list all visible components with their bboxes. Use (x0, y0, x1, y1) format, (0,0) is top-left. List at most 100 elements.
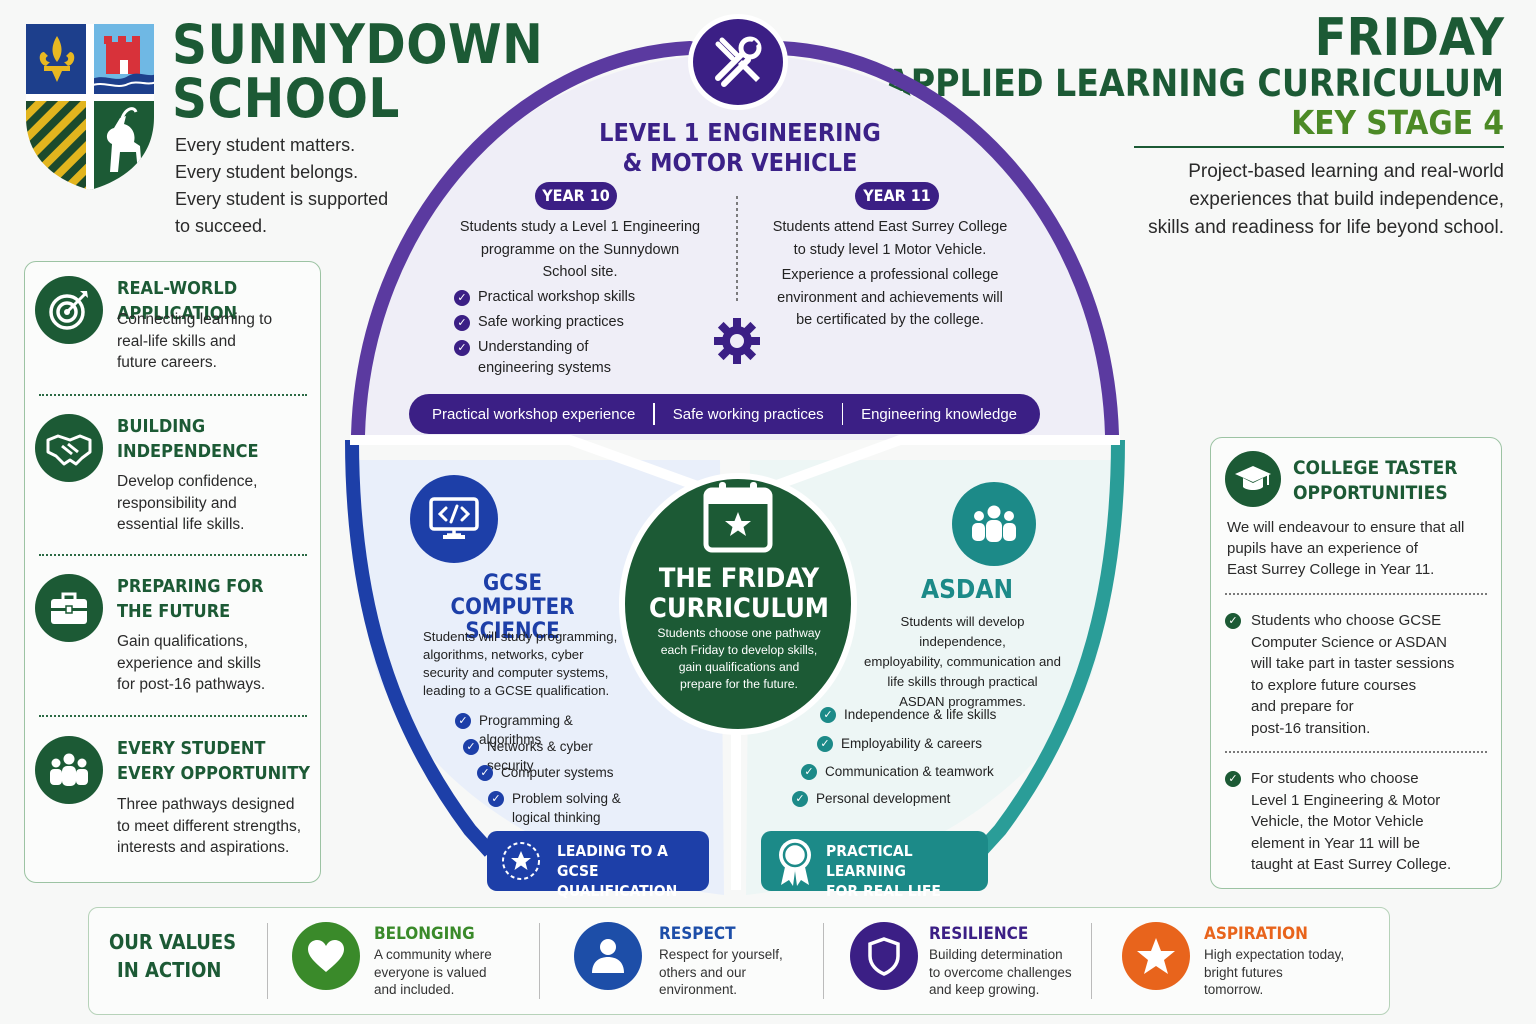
year10-badge: YEAR 10 (535, 182, 617, 210)
text-line: Students choose one pathway (657, 626, 821, 640)
check-icon: ✓ (820, 707, 836, 723)
badge-text: PRACTICAL LEARNING FOR REAL LIFE (826, 841, 988, 901)
benefit-text-line: Three pathways designed (117, 796, 295, 813)
motto-line: to succeed. (175, 216, 268, 236)
page-header: FRIDAY APPLIED LEARNING CURRICULUM KEY S… (885, 12, 1504, 142)
check-icon: ✓ (455, 713, 471, 729)
text-line: to study level 1 Motor Vehicle. (793, 241, 987, 258)
benefit-title: REAL-WORLD APPLICATION (117, 278, 238, 324)
list-item-line: will take part in taster sessions (1251, 655, 1455, 672)
college-taster-title: COLLEGE TASTER OPPORTUNITIES (1293, 456, 1457, 506)
year10-description: Students study a Level 1 Engineering pro… (455, 216, 705, 284)
bar-separator (841, 403, 844, 425)
text-line: be certificated by the college. (796, 312, 984, 328)
asdan-description: Students will develop independence, empl… (860, 612, 1065, 712)
gear-icon (712, 316, 762, 366)
description-line: Project-based learning and real-world (1188, 161, 1504, 182)
text-line: and keep growing. (929, 982, 1040, 997)
check-icon: ✓ (477, 765, 493, 781)
benefit-text-line: Gain qualifications, (117, 633, 248, 650)
badge-text: LEADING TO A GCSE QUALIFICATION (557, 841, 709, 901)
list-item-text: Computer systems (501, 765, 614, 780)
text-line: life skills through practical (887, 674, 1038, 689)
group-icon (952, 482, 1036, 566)
badge-text-line: PRACTICAL LEARNING (826, 842, 913, 880)
school-crest (26, 24, 154, 190)
panel-title-line: COLLEGE TASTER (1293, 457, 1458, 479)
text-line: gain qualifications and (678, 660, 800, 674)
target-icon (35, 276, 103, 344)
text-line: employability, communication and (864, 654, 1061, 669)
benefit-text: Connecting learning to real-life skills … (117, 309, 317, 374)
benefit-text: Develop confidence, responsibility and e… (117, 471, 317, 536)
benefit-text-line: interests and aspirations. (117, 839, 290, 856)
list-item-text: Programming & algorithms (479, 713, 573, 747)
page-subtitle: APPLIED LEARNING CURRICULUM (884, 62, 1504, 105)
benefit-title-line: THE FUTURE (117, 601, 231, 622)
text-line: tomorrow. (1204, 982, 1264, 997)
panel-title-line: OPPORTUNITIES (1293, 482, 1448, 504)
tools-icon (688, 14, 788, 110)
check-icon: ✓ (454, 290, 470, 306)
divider (39, 554, 307, 556)
list-item-text: Personal development (816, 791, 951, 806)
text-line: environment. (659, 982, 738, 997)
text-line: Respect for yourself, (659, 947, 783, 962)
text-line: programme on the Sunnydown (480, 241, 680, 258)
engineering-title-line: LEVEL 1 ENGINEERING (599, 118, 881, 147)
divider (1091, 923, 1092, 999)
check-icon: ✓ (1225, 613, 1241, 629)
divider (1225, 751, 1487, 753)
text-line: bright futures (1204, 964, 1283, 980)
center-title-line: THE FRIDAY (658, 563, 820, 594)
gcse-title: GCSE COMPUTER SCIENCE (410, 572, 615, 644)
college-taster-intro: We will endeavour to ensure that all pup… (1227, 517, 1489, 580)
text-line: each Friday to develop skills, (660, 643, 818, 657)
benefit-real-world: REAL-WORLD APPLICATION Connecting learni… (35, 276, 320, 386)
text-line: High expectation today, (1204, 947, 1345, 962)
list-item: ✓Understanding of engineering systems (454, 337, 614, 379)
check-icon: ✓ (1225, 771, 1241, 787)
list-item: ✓ For students who choose Level 1 Engine… (1225, 768, 1495, 876)
benefit-title: BUILDING INDEPENDENCE (117, 414, 259, 464)
benefit-title-line: INDEPENDENCE (117, 441, 259, 462)
text-line: Building determination (929, 947, 1063, 962)
school-name-line2: SCHOOL (172, 67, 400, 130)
text-line: School site. (542, 264, 618, 280)
divider (1225, 593, 1487, 595)
list-item: ✓ Programming & algorithms (455, 711, 625, 749)
list-item-text: Employability & careers (841, 736, 983, 751)
text-line: We will endeavour to ensure that all (1227, 519, 1465, 536)
bar-separator (653, 403, 655, 425)
value-text: A community where everyone is valued and… (374, 946, 524, 999)
benefit-text-line: real-life skills and (117, 332, 236, 350)
list-item: ✓ Students who choose GCSE Computer Scie… (1225, 610, 1495, 739)
benefit-text-line: Develop confidence, (117, 473, 258, 490)
handshake-icon (35, 414, 103, 482)
page-title: FRIDAY (1314, 8, 1504, 68)
benefit-independence: BUILDING INDEPENDENCE Develop confidence… (35, 414, 320, 544)
benefits-panel: REAL-WORLD APPLICATION Connecting learni… (24, 261, 321, 883)
list-item-text: Networks & cyber security (487, 739, 593, 773)
value-title: RESPECT (659, 924, 736, 944)
computer-icon (410, 475, 498, 563)
medal-icon (775, 837, 815, 887)
list-item-line: Level 1 Engineering & Motor (1251, 791, 1441, 809)
divider (823, 923, 824, 999)
list-item-text: Safe working practices (478, 314, 624, 330)
list-item: ✓Problem solving & logical thinking (488, 789, 638, 827)
text-line: everyone is valued (374, 964, 487, 980)
badge-text-line: FOR REAL LIFE (826, 882, 941, 900)
text-line: environment and achievements will (777, 289, 1003, 306)
benefit-text: Three pathways designed to meet differen… (117, 794, 327, 859)
text-line: and included. (374, 982, 455, 997)
benefit-text-line: to meet different strengths, (117, 817, 302, 835)
friday-curriculum-title: THE FRIDAY CURRICULUM (640, 564, 838, 624)
divider (539, 923, 540, 999)
badge-text-line: LEADING TO A (557, 842, 668, 860)
benefit-title-line: EVERY OPPORTUNITY (117, 763, 310, 784)
briefcase-icon (35, 574, 103, 642)
gcse-qualification-badge: LEADING TO A GCSE QUALIFICATION (487, 831, 709, 900)
people-icon (35, 736, 103, 804)
value-title: ASPIRATION (1204, 924, 1308, 944)
